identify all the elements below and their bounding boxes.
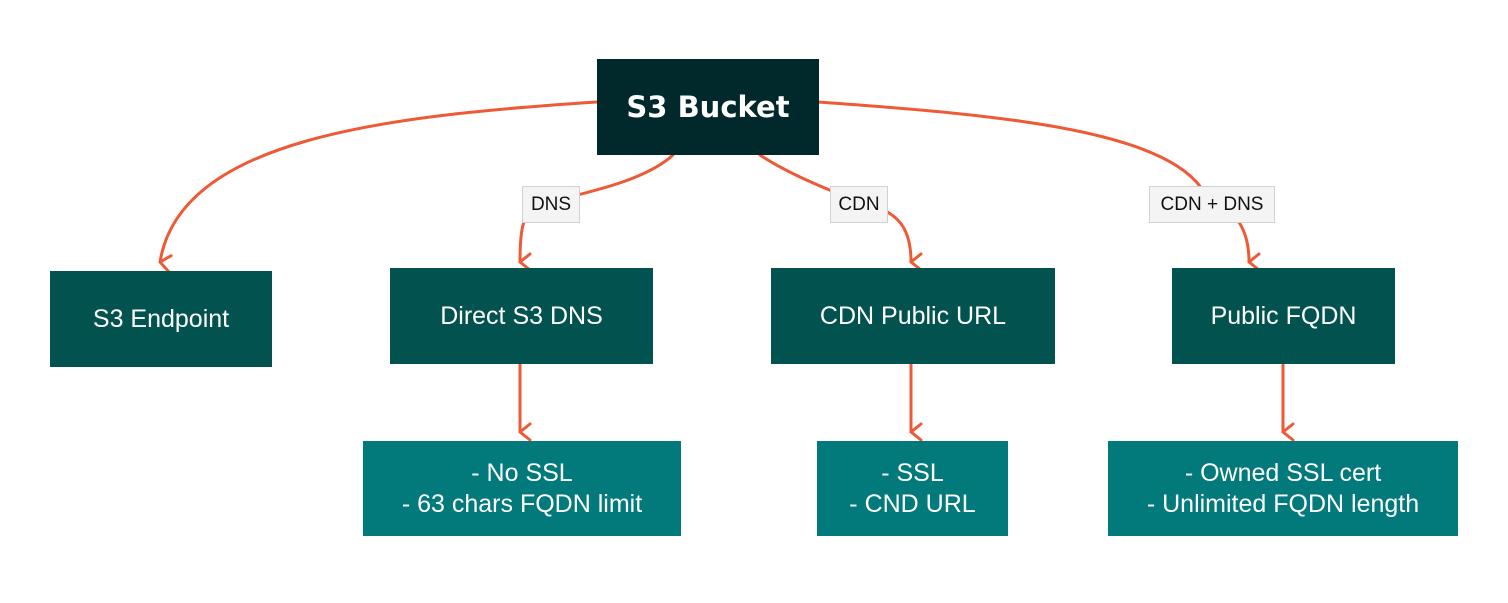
detail-line: - 63 chars FQDN limit bbox=[401, 489, 643, 518]
edge-label-cdn: CDN bbox=[830, 186, 888, 223]
node-public-fqdn-label: Public FQDN bbox=[1210, 301, 1357, 330]
detail-line: - Unlimited FQDN length bbox=[1146, 489, 1420, 518]
edge-label-cdn-dns-text: CDN + DNS bbox=[1160, 193, 1264, 215]
edge-label-dns-text: DNS bbox=[530, 193, 572, 215]
detail-line: - CND URL bbox=[849, 489, 976, 518]
detail-cdn-public-url: - SSL - CND URL bbox=[817, 441, 1008, 536]
node-direct-s3-dns: Direct S3 DNS bbox=[390, 268, 653, 364]
connector-root-to-s3-endpoint bbox=[158, 100, 599, 274]
node-s3-endpoint: S3 Endpoint bbox=[50, 271, 272, 367]
connector-root-to-public-fqdn bbox=[816, 100, 1261, 272]
edge-label-cdn-text: CDN bbox=[838, 193, 880, 215]
node-s3-bucket: S3 Bucket bbox=[597, 59, 819, 155]
node-cdn-public-url-label: CDN Public URL bbox=[819, 301, 1007, 330]
detail-line: - SSL bbox=[881, 458, 944, 487]
node-s3-endpoint-label: S3 Endpoint bbox=[92, 304, 230, 333]
detail-line: - No SSL bbox=[471, 458, 573, 487]
node-cdn-public-url: CDN Public URL bbox=[771, 268, 1055, 364]
edge-label-dns: DNS bbox=[522, 186, 580, 223]
node-direct-s3-dns-label: Direct S3 DNS bbox=[440, 301, 603, 330]
edge-label-cdn-dns: CDN + DNS bbox=[1149, 186, 1275, 223]
node-public-fqdn: Public FQDN bbox=[1172, 268, 1395, 364]
detail-public-fqdn: - Owned SSL cert - Unlimited FQDN length bbox=[1108, 441, 1458, 536]
detail-line: - Owned SSL cert bbox=[1184, 458, 1382, 487]
detail-direct-s3-dns: - No SSL - 63 chars FQDN limit bbox=[363, 441, 681, 536]
node-s3-bucket-label: S3 Bucket bbox=[626, 90, 790, 124]
